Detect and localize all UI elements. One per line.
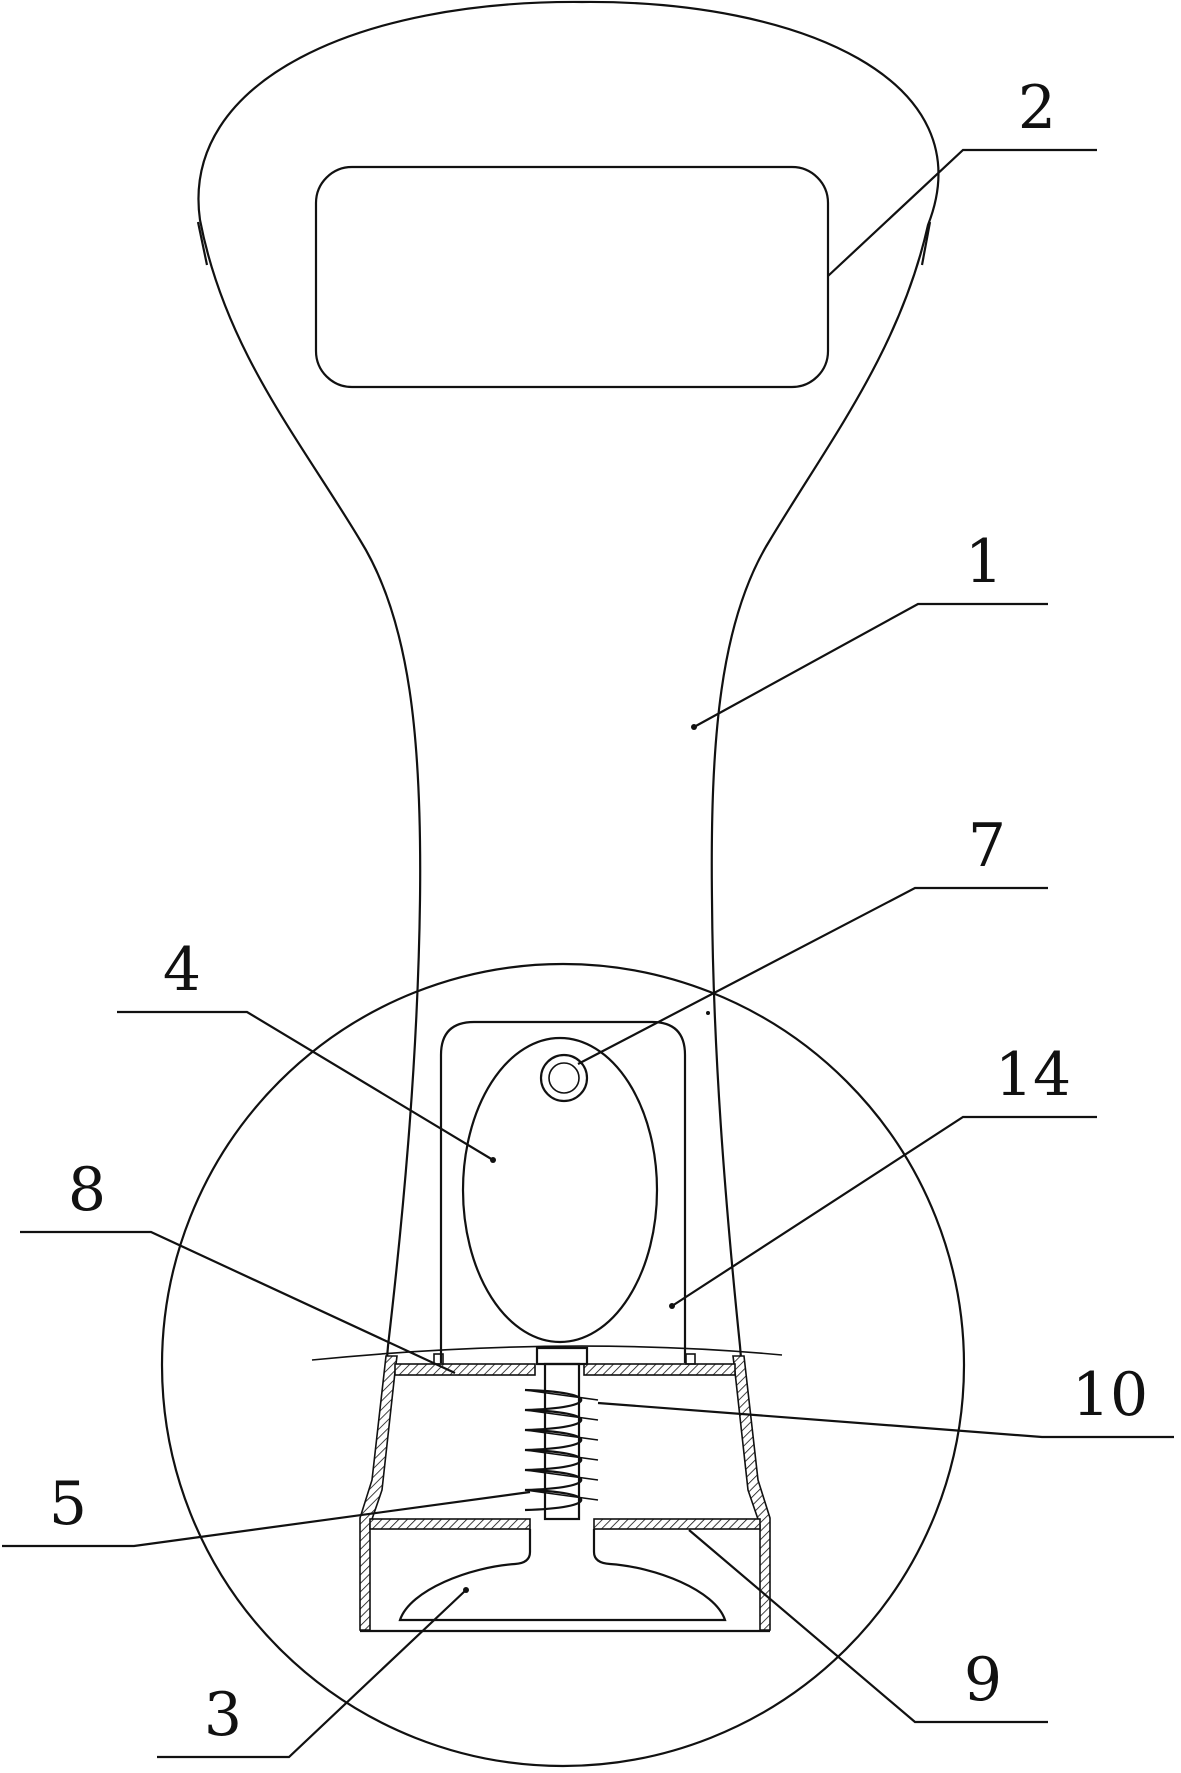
label-5: 5 — [49, 1469, 87, 1539]
handle-shoulder-left — [196, 221, 209, 266]
label-14: 14 — [995, 1040, 1071, 1110]
ring-outer — [539, 1053, 589, 1103]
leader-7 — [577, 886, 1048, 1065]
rod — [543, 1362, 581, 1521]
label-7: 7 — [968, 811, 1006, 881]
leader-lines — [2, 148, 1174, 1759]
top-plate-right — [583, 1363, 736, 1376]
leader-3 — [157, 1589, 467, 1759]
display-window — [314, 165, 830, 389]
chamber — [439, 1020, 687, 1363]
rod-collar — [535, 1346, 589, 1366]
suction-cup — [398, 1529, 727, 1622]
label-1: 1 — [965, 527, 1003, 597]
leader-9 — [688, 1529, 1048, 1724]
bottom-plate-right — [593, 1518, 761, 1530]
leader-8 — [20, 1230, 456, 1374]
label-2: 2 — [1018, 73, 1056, 143]
leader-1 — [693, 602, 1048, 728]
spring — [524, 1388, 583, 1512]
spring-back — [524, 1389, 599, 1501]
handle-shoulder-right — [920, 221, 932, 266]
ring-inner — [548, 1062, 580, 1094]
leader-dots — [463, 724, 710, 1593]
handle-body — [197, 0, 940, 1371]
label-10: 10 — [1072, 1360, 1148, 1430]
label-9: 9 — [964, 1645, 1002, 1715]
top-plate-left — [394, 1363, 536, 1376]
leader-4 — [117, 1010, 494, 1161]
plate-post-left — [433, 1353, 444, 1365]
leader-5 — [2, 1490, 531, 1548]
plate-post-right — [685, 1353, 696, 1365]
label-4: 4 — [163, 935, 201, 1005]
leader-2 — [827, 148, 1097, 277]
leader-14 — [671, 1115, 1097, 1307]
housing-wall-right — [732, 1355, 771, 1631]
bottom-plate-left — [369, 1518, 531, 1530]
section-break-line — [311, 1345, 783, 1361]
leader-10 — [597, 1401, 1174, 1439]
housing-wall-left — [359, 1355, 398, 1631]
oval-part — [461, 1036, 659, 1344]
detail-circle — [160, 962, 966, 1768]
label-3: 3 — [204, 1680, 242, 1750]
label-8: 8 — [68, 1155, 106, 1225]
